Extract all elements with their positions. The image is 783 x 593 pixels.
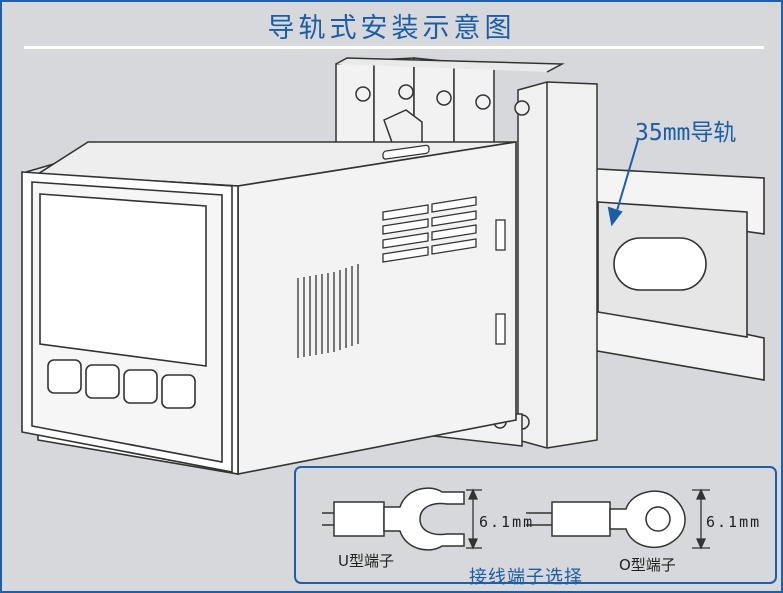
u-terminal-icon <box>322 487 465 551</box>
side-clips <box>495 219 506 345</box>
o-terminal-width: 6.1mm <box>706 513 762 531</box>
rear-clamp <box>514 81 598 449</box>
display-window <box>39 193 207 367</box>
rail-pointer <box>607 139 639 227</box>
u-terminal-label: U型端子 <box>338 552 394 570</box>
side-vents <box>382 144 430 160</box>
u-terminal-width: 6.1mm <box>479 513 535 531</box>
u-width-arrow <box>466 488 482 550</box>
o-terminal-icon <box>526 490 686 549</box>
terminal-blocks-top <box>335 57 565 155</box>
title-underline <box>24 46 764 49</box>
terminal-selection-panel <box>294 466 777 584</box>
o-width-arrow <box>692 488 710 550</box>
diagram-title: 导轨式安装示意图 <box>267 13 516 44</box>
o-terminal-label: O型端子 <box>619 556 676 574</box>
terminal-selection-caption: 接线端子选择 <box>469 567 583 588</box>
side-grille <box>297 264 359 358</box>
din-rail <box>579 167 765 381</box>
rail-label: 35mm导轨 <box>635 120 737 146</box>
front-buttons <box>47 359 196 409</box>
vent-slots <box>382 196 477 263</box>
